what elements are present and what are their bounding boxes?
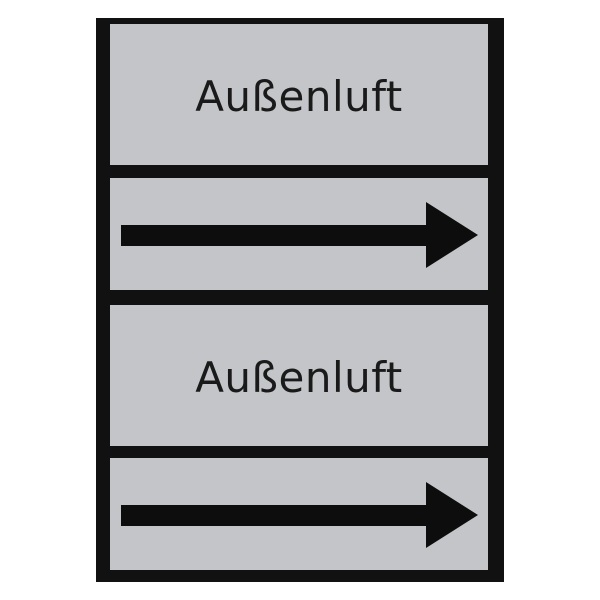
arrow-right-icon	[121, 482, 478, 548]
medium-label-panel: Außenluft	[110, 24, 488, 165]
pipe-marker-sign: Außenluft Außenluft	[96, 18, 504, 582]
medium-label-panel: Außenluft	[110, 305, 488, 446]
flow-direction-panel	[110, 458, 488, 570]
medium-label: Außenluft	[195, 71, 403, 121]
arrow-right-icon	[121, 202, 478, 268]
flow-direction-panel	[110, 178, 488, 290]
medium-label: Außenluft	[195, 352, 403, 402]
